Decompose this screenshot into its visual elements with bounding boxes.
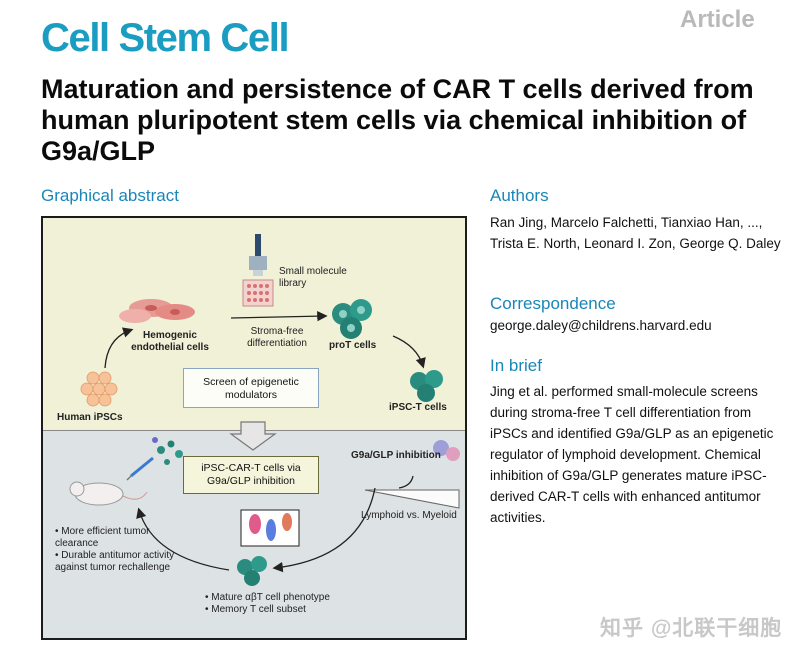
mature-t-cells-icon: [237, 556, 267, 586]
lymphoid-label: Lymphoid vs. Myeloid: [361, 510, 457, 521]
g9a-label: G9a/GLP inhibition: [351, 450, 441, 461]
outcome-item: • Durable antitumor activity against tum…: [55, 550, 175, 573]
inhibitor-cells-icon: [433, 440, 460, 461]
endothelial-cells-icon: [119, 299, 195, 323]
flow-plots-icon: [240, 509, 300, 547]
down-arrow-icon: [229, 421, 277, 451]
well-plate-icon: [242, 279, 274, 307]
abstract-illustration: [69, 234, 460, 586]
mouse-icon: [69, 481, 148, 506]
journal-name: Cell Stem Cell: [41, 16, 290, 60]
phenotype-item: • Memory T cell subset: [205, 604, 306, 615]
outcome-item: • More efficient tumor clearance: [55, 526, 150, 549]
article-title: Maturation and persistence of CAR T cell…: [41, 74, 754, 166]
flow-arrows: [104, 310, 426, 369]
hemogenic-label: Hemogenic endothelial cells: [131, 330, 209, 353]
lymphoid-myeloid-wedge: [364, 489, 460, 509]
authors-list: Ran Jing, Marcelo Falchetti, Tianxiao Ha…: [490, 215, 781, 251]
screen-box: Screen of epigenetic modulators: [183, 368, 319, 408]
outcome-list: • More efficient tumor clearance • Durab…: [55, 526, 175, 574]
watermark: 知乎 @北联干细胞: [600, 617, 783, 640]
phenotype-item: • Mature αβT cell phenotype: [205, 592, 330, 603]
human-ipsc-label: Human iPSCs: [57, 412, 123, 423]
correspondence-email[interactable]: george.daley@childrens.harvard.edu: [490, 318, 712, 333]
car-t-cells-scatter-icon: [152, 437, 183, 465]
graphical-abstract-figure: Small molecule library Hemogenic endothe…: [41, 216, 467, 640]
ipsc-t-label: iPSC-T cells: [389, 402, 447, 413]
stroma-free-label: Stroma-free differentiation: [247, 326, 307, 349]
authors-heading: Authors: [490, 186, 549, 205]
correspondence-heading: Correspondence: [490, 294, 616, 313]
prot-cells-icon: [332, 299, 372, 339]
in-brief-heading: In brief: [490, 356, 542, 375]
phenotype-list: • Mature αβT cell phenotype • Memory T c…: [205, 592, 355, 616]
article-type-label: Article: [680, 6, 755, 33]
ipsc-cluster-icon: [80, 371, 118, 407]
car-t-box: iPSC-CAR-T cells via G9a/GLP inhibition: [183, 456, 319, 494]
small-molecule-label: Small molecule library: [279, 266, 347, 289]
prot-label: proT cells: [329, 340, 377, 351]
ipsc-t-cells-icon: [410, 370, 443, 402]
in-brief-text: Jing et al. performed small-molecule scr…: [490, 384, 774, 525]
pipette-icon: [249, 234, 267, 276]
graphical-abstract-heading: Graphical abstract: [41, 186, 179, 205]
syringe-icon: [126, 456, 154, 481]
cycle-arrows: [136, 475, 414, 573]
